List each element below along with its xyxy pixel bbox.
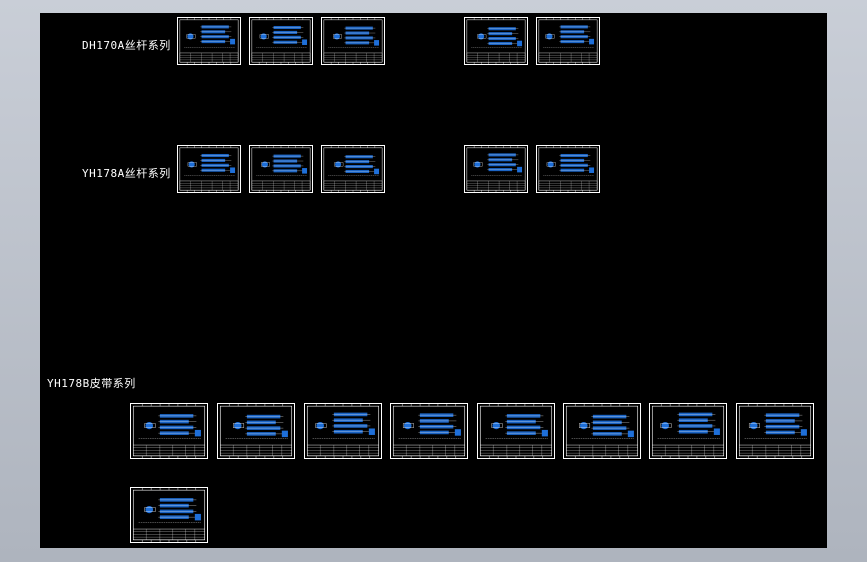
- sheet-thumbnail: [565, 404, 639, 458]
- drawing-sheet[interactable]: [390, 403, 468, 459]
- drawing-sheet[interactable]: [536, 145, 600, 193]
- drawing-sheet[interactable]: [304, 403, 382, 459]
- series-label-dh170a: DH170A丝杆系列: [82, 39, 171, 52]
- sheet-thumbnail: [219, 404, 293, 458]
- drawing-sheet[interactable]: [130, 403, 208, 459]
- drawing-sheet[interactable]: [536, 17, 600, 65]
- sheet-thumbnail: [323, 18, 383, 64]
- sheet-thumbnail: [323, 146, 383, 192]
- sheet-thumbnail: [251, 18, 311, 64]
- drawing-sheet[interactable]: [563, 403, 641, 459]
- sheet-thumbnail: [538, 18, 598, 64]
- drawing-sheet[interactable]: [464, 17, 528, 65]
- sheet-thumbnail: [392, 404, 466, 458]
- drawing-sheet[interactable]: [249, 17, 313, 65]
- sheet-thumbnail: [738, 404, 812, 458]
- drawing-sheet[interactable]: [249, 145, 313, 193]
- drawing-sheet[interactable]: [130, 487, 208, 543]
- sheet-thumbnail: [651, 404, 725, 458]
- sheet-thumbnail: [179, 18, 239, 64]
- drawing-sheet[interactable]: [321, 145, 385, 193]
- drawing-sheet[interactable]: [736, 403, 814, 459]
- drawing-sheet[interactable]: [177, 17, 241, 65]
- sheet-thumbnail: [466, 146, 526, 192]
- sheet-thumbnail: [479, 404, 553, 458]
- sheet-thumbnail: [179, 146, 239, 192]
- drawing-sheet[interactable]: [321, 17, 385, 65]
- drawing-sheet[interactable]: [649, 403, 727, 459]
- sheet-thumbnail: [132, 488, 206, 542]
- sheet-thumbnail: [306, 404, 380, 458]
- sheet-thumbnail: [132, 404, 206, 458]
- sheet-thumbnail: [251, 146, 311, 192]
- series-label-yh178b: YH178B皮带系列: [47, 377, 136, 390]
- drawing-sheet[interactable]: [477, 403, 555, 459]
- sheet-thumbnail: [466, 18, 526, 64]
- drawing-sheet[interactable]: [217, 403, 295, 459]
- sheet-thumbnail: [538, 146, 598, 192]
- series-label-yh178a: YH178A丝杆系列: [82, 167, 171, 180]
- drawing-sheet[interactable]: [464, 145, 528, 193]
- drawing-sheet[interactable]: [177, 145, 241, 193]
- drawing-canvas[interactable]: DH170A丝杆系列 YH178A丝杆系列 YH178B皮带系列: [40, 13, 827, 548]
